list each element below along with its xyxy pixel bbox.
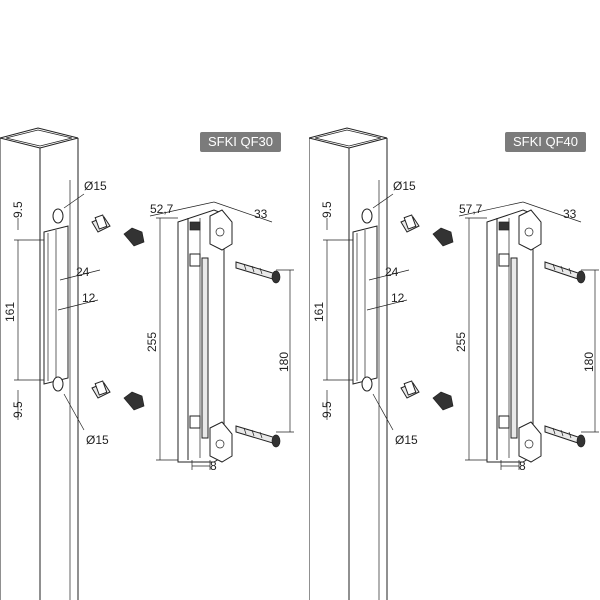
screw-bottom (235, 425, 281, 448)
dim-offset-bottom: 9.5 (320, 401, 334, 418)
keeper-dimensions (458, 201, 599, 470)
keeper-dimensions (149, 201, 294, 470)
dim-hole-top: Ø15 (84, 179, 107, 193)
dim-hole-bottom: Ø15 (86, 433, 109, 447)
dim-slot-height: 161 (3, 302, 17, 322)
panel-sfki-qf30: SFKI QF30 (0, 127, 294, 600)
insert-nut-bottom (123, 391, 145, 411)
dim-thickness: 8 (210, 459, 217, 473)
screw-bottom (544, 425, 586, 448)
insert-nut-top (123, 227, 145, 247)
dim-slot-w1: 24 (385, 265, 399, 279)
insert-plug-top (91, 214, 111, 233)
square-post (309, 127, 388, 600)
hole-bottom (52, 376, 64, 392)
technical-drawing: 9.5 161 9.5 24 12 Ø15 Ø15 (0, 127, 294, 600)
dim-width: 57,7 (459, 202, 483, 216)
dim-height: 255 (145, 332, 159, 352)
dim-height: 255 (454, 332, 468, 352)
post-dimensions (323, 193, 410, 431)
insert-nut-top (432, 227, 454, 247)
hole-top (361, 208, 373, 224)
dim-width: 52,7 (150, 202, 174, 216)
dim-offset-top: 9.5 (320, 201, 334, 218)
panel-sfki-qf40: SFKI QF40 9.5 161 (309, 0, 600, 600)
dim-slot-w2: 12 (391, 291, 405, 305)
technical-drawing: 9.5 161 9.5 24 12 Ø15 Ø15 (309, 127, 599, 600)
screw-top (235, 261, 281, 284)
lock-keeper (486, 209, 542, 463)
dim-offset-top: 9.5 (11, 201, 25, 218)
hole-bottom (361, 376, 373, 392)
dim-screw-span: 180 (582, 352, 596, 372)
post-dimensions (14, 193, 101, 431)
dim-slot-w2: 12 (82, 291, 96, 305)
slot-cutout (352, 225, 378, 385)
insert-plug-bottom (400, 380, 420, 399)
dim-slot-w1: 24 (76, 265, 90, 279)
hole-top (52, 208, 64, 224)
lock-keeper (177, 209, 233, 463)
dim-thickness: 8 (519, 459, 526, 473)
dim-offset-bottom: 9.5 (11, 401, 25, 418)
dim-depth: 33 (254, 207, 268, 221)
square-post (0, 127, 79, 600)
slot-cutout (43, 225, 69, 385)
insert-plug-top (400, 214, 420, 233)
dim-depth: 33 (563, 207, 577, 221)
dim-hole-bottom: Ø15 (395, 433, 418, 447)
dim-slot-height: 161 (312, 302, 326, 322)
model-badge: SFKI QF30 (200, 132, 282, 152)
insert-plug-bottom (91, 380, 111, 399)
screw-top (544, 261, 586, 284)
dim-hole-top: Ø15 (393, 179, 416, 193)
model-badge: SFKI QF40 (505, 132, 587, 152)
insert-nut-bottom (432, 391, 454, 411)
dim-screw-span: 180 (277, 352, 291, 372)
